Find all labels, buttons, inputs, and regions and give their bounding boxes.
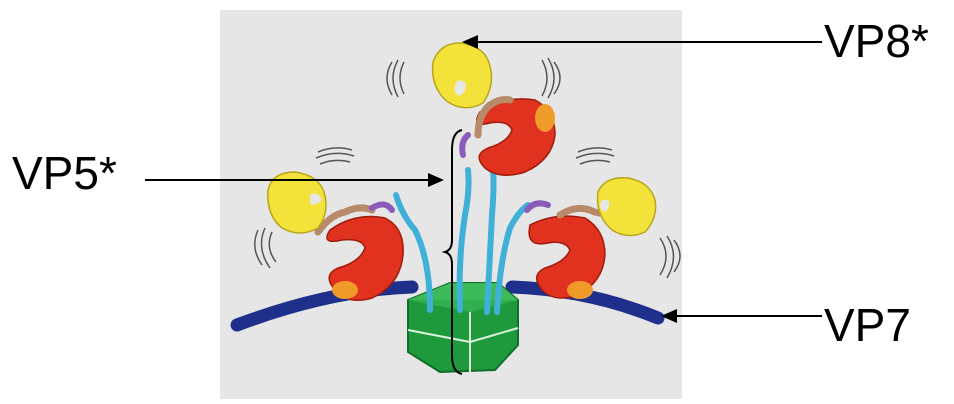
vp7-arrow [661,309,822,323]
label-vp8: VP8* [824,18,929,64]
label-vp7: VP7 [824,302,911,348]
label-vp5: VP5* [12,150,117,196]
vp6-core [408,283,518,372]
